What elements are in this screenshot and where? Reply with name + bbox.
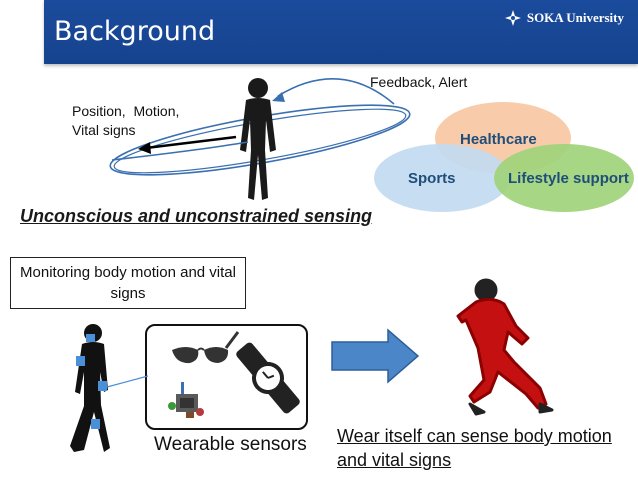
venn-sports-circle	[374, 144, 510, 212]
header-bar: Background SOKA University	[44, 0, 638, 64]
page-title: Background	[54, 16, 216, 47]
wristwatch-icon	[236, 342, 300, 414]
position-motion-label: Position, Motion, Vital signs	[72, 103, 180, 138]
person-silhouette-icon	[240, 78, 276, 200]
result-text: Wear itself can sense body motion and vi…	[337, 426, 612, 470]
university-logo: SOKA University	[504, 9, 624, 27]
walking-person-icon	[70, 324, 149, 452]
chip-sensor-icon	[168, 382, 204, 418]
venn-label-lifestyle: Lifestyle support	[508, 170, 629, 187]
venn-lifestyle-circle	[494, 144, 634, 212]
sensor-leg	[91, 419, 100, 429]
wearable-sensors-caption: Wearable sensors	[154, 434, 307, 455]
glasses-icon	[172, 331, 240, 364]
venn-label-sports: Sports	[408, 170, 456, 187]
sensing-heading: Unconscious and unconstrained sensing	[20, 206, 373, 226]
sensor-chest	[76, 356, 85, 366]
sensor-wrist	[98, 381, 107, 391]
monitoring-box: Monitoring body motion and vital signs	[10, 257, 246, 309]
feedback-alert-label: Feedback, Alert	[370, 74, 468, 90]
logo-text: SOKA University	[526, 10, 624, 25]
arrow-right-icon	[331, 328, 420, 384]
venn-label-healthcare: Healthcare	[460, 131, 537, 148]
soka-logo-icon	[504, 10, 521, 26]
running-man-icon	[456, 278, 554, 416]
sensor-head	[86, 334, 95, 342]
